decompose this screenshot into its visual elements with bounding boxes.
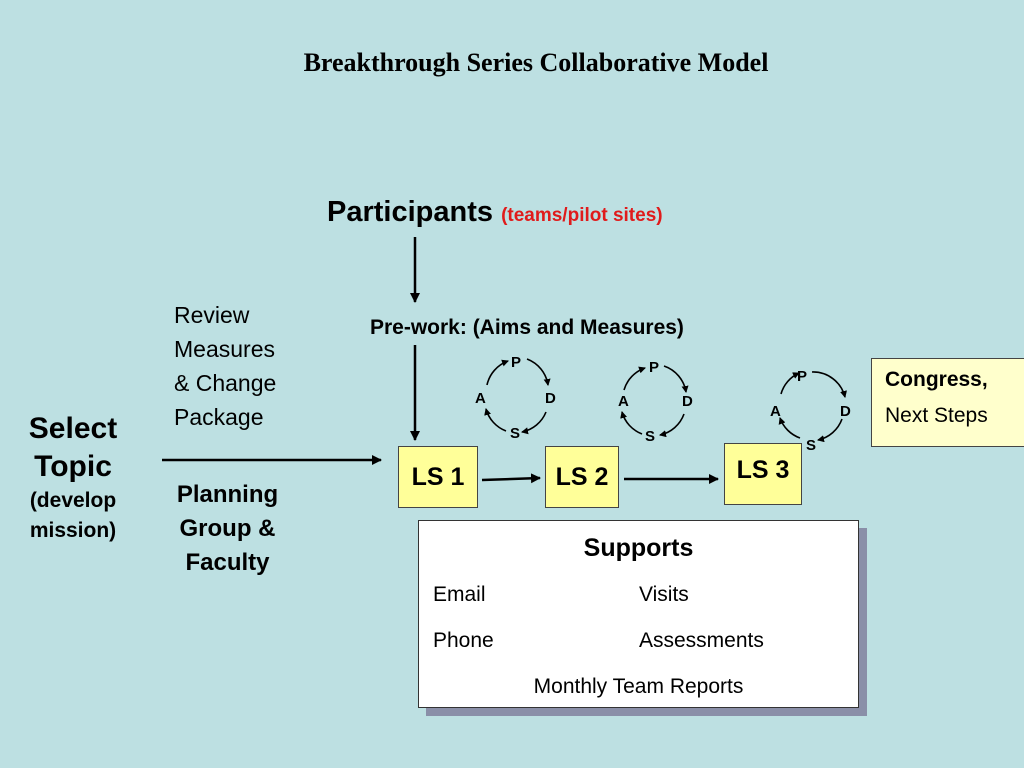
- review-line: Review: [174, 302, 250, 328]
- review-measures-text: Review Measures & Change Package: [174, 298, 334, 434]
- pdsa-p-label: P: [649, 359, 659, 376]
- arrow-ls1-to-ls2: [481, 473, 541, 484]
- learning-session-3: LS 3: [724, 443, 802, 505]
- pdsa-a-label: A: [770, 403, 781, 420]
- next-steps-label: Next Steps: [885, 404, 988, 427]
- review-line: Measures: [174, 336, 275, 362]
- planning-line: Group &: [179, 515, 276, 542]
- review-line: & Change: [174, 370, 277, 396]
- supports-box: Supports Email Visits Phone Assessments …: [418, 520, 859, 708]
- learning-session-2: LS 2: [545, 446, 619, 508]
- learning-session-1: LS 1: [398, 446, 478, 508]
- pdsa-cycle-1: [484, 358, 551, 435]
- select-topic-line: Topic: [34, 450, 112, 483]
- select-topic-line: (develop: [29, 489, 117, 512]
- pdsa-a-label: A: [475, 390, 486, 407]
- participants-text: Participants: [327, 196, 493, 228]
- support-item-phone: Phone: [433, 629, 494, 652]
- pdsa-cycle-2: [620, 365, 689, 438]
- support-item-visits: Visits: [639, 583, 689, 606]
- pdsa-d-label: D: [682, 393, 693, 410]
- support-item-monthly-reports: Monthly Team Reports: [533, 675, 744, 698]
- select-topic-line: Select: [28, 412, 118, 445]
- select-topic-label: Select Topic (develop mission): [18, 410, 128, 546]
- review-line: Package: [174, 404, 264, 430]
- select-topic-line: mission): [29, 519, 117, 542]
- support-item-email: Email: [433, 583, 486, 606]
- planning-line: Faculty: [185, 549, 270, 576]
- planning-group-label: Planning Group & Faculty: [160, 478, 295, 580]
- support-item-assessments: Assessments: [639, 629, 764, 652]
- congress-box: Congress, Next Steps: [871, 358, 1024, 447]
- pdsa-d-label: D: [840, 403, 851, 420]
- pdsa-s-label: S: [806, 437, 816, 454]
- pdsa-a-label: A: [618, 393, 629, 410]
- participants-subtitle: (teams/pilot sites): [501, 205, 663, 226]
- planning-line: Planning: [176, 481, 279, 508]
- prework-label: Pre-work: (Aims and Measures): [370, 316, 684, 339]
- pdsa-p-label: P: [797, 368, 807, 385]
- supports-heading: Supports: [583, 534, 694, 562]
- page-title: Breakthrough Series Collaborative Model: [303, 48, 769, 77]
- pdsa-d-label: D: [545, 390, 556, 407]
- pdsa-s-label: S: [645, 428, 655, 445]
- participants-label: Participants (teams/pilot sites): [327, 196, 663, 229]
- pdsa-cycle-3: [778, 371, 847, 443]
- pdsa-s-label: S: [510, 425, 520, 442]
- congress-label: Congress,: [885, 368, 988, 391]
- pdsa-p-label: P: [511, 354, 521, 371]
